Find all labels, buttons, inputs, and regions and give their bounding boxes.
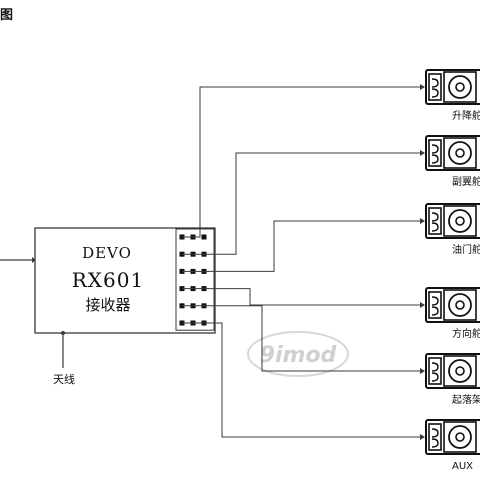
wire-arrow — [420, 150, 425, 156]
servo-5: 起落架 — [425, 353, 480, 406]
servo-label: 方向舵 — [452, 327, 480, 340]
servo-label: 副翼舵 — [452, 175, 480, 188]
servo-case — [443, 205, 477, 237]
watermark-text: 9imod — [260, 343, 337, 368]
receiver-brand: DEVO — [82, 244, 132, 262]
watermark: 9imod — [247, 331, 349, 377]
servo-wire — [182, 305, 422, 372]
servo-horn — [448, 75, 472, 99]
antenna: 天线 — [53, 331, 75, 386]
wire-arrow — [420, 368, 425, 374]
servo-wire — [182, 152, 422, 255]
servo-clip — [431, 144, 439, 164]
servo-horn — [448, 425, 472, 449]
wire-arrow — [420, 84, 425, 90]
servo-wire — [182, 220, 422, 272]
servo-wires — [182, 84, 425, 440]
servo-clip — [431, 296, 439, 316]
servo-label: 油门舵 — [452, 243, 480, 256]
servo-label: 升降舵 — [452, 109, 480, 122]
receiver: DEVO RX601 接收器 — [34, 227, 216, 334]
servo-clip — [431, 362, 439, 382]
servo-spline — [455, 216, 465, 226]
servo-clip — [431, 428, 439, 448]
servo-4: 方向舵 — [425, 287, 480, 340]
servo-label: AUX — [452, 461, 473, 472]
servo-spline — [455, 366, 465, 376]
wire-arrow — [420, 434, 425, 440]
servo-label: 起落架 — [452, 394, 480, 406]
servo-horn — [448, 141, 472, 165]
servo-spline — [455, 82, 465, 92]
servo-horn — [448, 293, 472, 317]
servo-wire — [182, 322, 422, 438]
header-title-fragment: 图 — [0, 8, 13, 23]
servo-wire — [182, 86, 422, 238]
receiver-name: 接收器 — [85, 296, 130, 314]
servo-wire — [182, 288, 422, 306]
servo-horn — [448, 209, 472, 233]
servo-spline — [455, 148, 465, 158]
servo-clip — [431, 212, 439, 232]
servo-6: AUX — [425, 419, 480, 472]
antenna-label: 天线 — [53, 372, 75, 386]
servo-2: 副翼舵 — [425, 135, 480, 188]
wire-arrow — [420, 302, 425, 308]
servo-spline — [455, 300, 465, 310]
port-pin — [201, 234, 207, 240]
servo-3: 油门舵 — [425, 203, 480, 256]
receiver-model: RX601 — [72, 268, 144, 292]
servo-horn — [448, 359, 472, 383]
channel-ports — [175, 228, 215, 331]
servo-1: 升降舵 — [425, 69, 480, 122]
servo-spline — [455, 432, 465, 442]
port-block-outline — [175, 228, 215, 331]
wire-arrow — [420, 218, 425, 224]
input-arrow — [32, 257, 36, 263]
servo-clip — [431, 78, 439, 98]
